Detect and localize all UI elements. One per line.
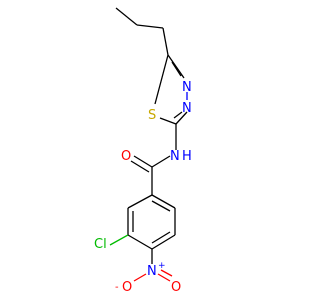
bond-propyl-c2-c3 <box>136 24 164 29</box>
bond-chlorine <box>109 234 129 246</box>
molecule-structure-diagram: O N H S N N Cl N + O - O <box>94 7 192 295</box>
bond-n3-c2-double <box>173 111 183 119</box>
bond-benzene-6-1-double <box>151 200 171 212</box>
bond-n3-c2 <box>175 111 188 125</box>
bond-carbonyl-o-double <box>130 160 150 173</box>
atom-carbonyl-oxygen: O <box>121 149 131 164</box>
atom-nitro-oxygen-right: O <box>171 280 181 295</box>
bond-nitro-o-left <box>133 273 147 282</box>
bond-benzene-3-4 <box>127 234 153 250</box>
bond-nh-carbonyl <box>151 155 171 168</box>
bond-benzene-1-2 <box>127 194 153 209</box>
bond-c5-n4 <box>167 54 185 79</box>
atom-amide-nitrogen: N <box>170 149 180 164</box>
atom-nitro-oxygen-left: O <box>122 280 132 295</box>
atom-ring-nitrogen-lower: N <box>182 101 192 116</box>
bond-propyl-c3-ring <box>162 27 169 56</box>
bond-c5-n4-double <box>171 61 182 77</box>
atom-nitro-plus: + <box>158 261 166 271</box>
atom-nitro-oxygen-minus: - <box>115 282 119 293</box>
atom-ring-nitrogen-upper: N <box>182 80 192 95</box>
bond-benzene-4-5-double <box>151 231 171 244</box>
atom-chlorine: Cl <box>94 237 107 252</box>
atom-amide-hydrogen: H <box>182 149 192 164</box>
bond-propyl-c1-c2 <box>115 7 138 26</box>
bond-c5-s1 <box>154 54 169 105</box>
bond-s1-c2 <box>159 117 177 125</box>
atom-ring-sulfur: S <box>148 108 156 123</box>
bond-benzene-6-1 <box>151 194 176 209</box>
bond-carbonyl-o <box>133 155 153 168</box>
bond-nitro-o-right <box>157 273 171 282</box>
atom-nitro-nitrogen: N <box>147 264 157 279</box>
bond-nitro-o-right-double <box>160 269 173 277</box>
bond-benzene-4-5 <box>151 234 176 250</box>
